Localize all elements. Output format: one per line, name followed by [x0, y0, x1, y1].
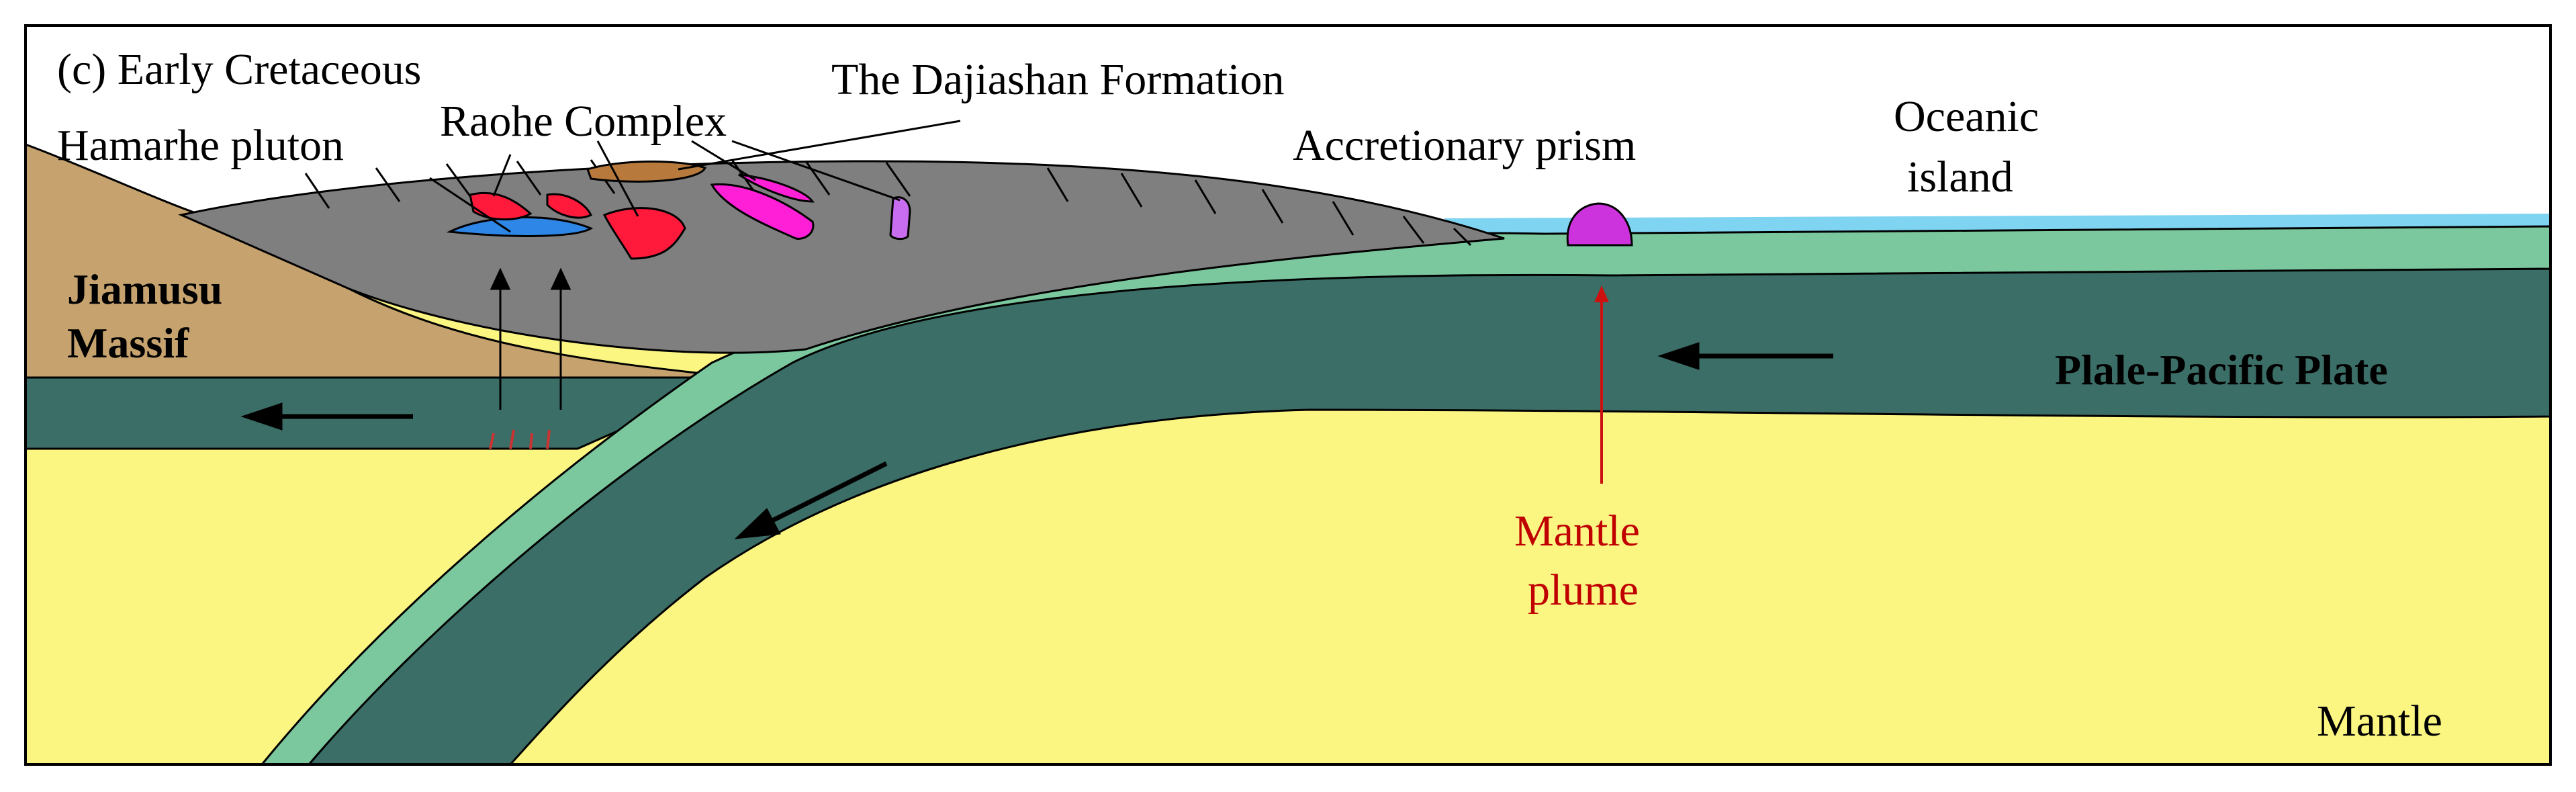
label-pacific-plate: Plale-Pacific Plate: [2055, 346, 2388, 394]
label-jiamusu-line2: Massif: [67, 319, 189, 367]
melt-streaks: [489, 429, 551, 449]
jiamusu-massif: [24, 142, 739, 379]
panel-title: (c) Early Cretaceous: [57, 45, 421, 94]
granite-body-3: [602, 207, 686, 260]
label-mantle-plume-line1: Mantle: [1514, 507, 1640, 556]
motion-arrows: [240, 342, 1833, 539]
label-jiamusu-line1: Jiamusu: [67, 265, 222, 313]
label-oceanic-line2: island: [1907, 152, 2013, 202]
oceanic-island-seamount: [1566, 202, 1633, 247]
frame-border: [24, 24, 2552, 766]
leader-lines: [429, 120, 961, 233]
label-raohe: Raohe Complex: [440, 97, 727, 146]
mantle-plume-arrow: [1594, 285, 1609, 484]
granite-body-2: [546, 193, 593, 219]
label-dajiashan: The Dajiashan Formation: [831, 55, 1285, 104]
magma-ascent-arrows: [490, 267, 571, 410]
hamarhe-pluton-body: [446, 216, 594, 237]
thrust-ticks: [304, 159, 1472, 247]
label-hamarhe: Hamarhe pluton: [57, 121, 344, 170]
label-mantle-plume-line2: plume: [1528, 566, 1639, 615]
violet-body: [889, 196, 911, 240]
label-accretionary-prism: Accretionary prism: [1293, 121, 1636, 170]
label-mantle: Mantle: [2317, 697, 2442, 746]
magenta-body-2: [738, 173, 815, 203]
label-oceanic-line1: Oceanic: [1894, 92, 2039, 141]
magenta-body-1: [710, 183, 815, 240]
